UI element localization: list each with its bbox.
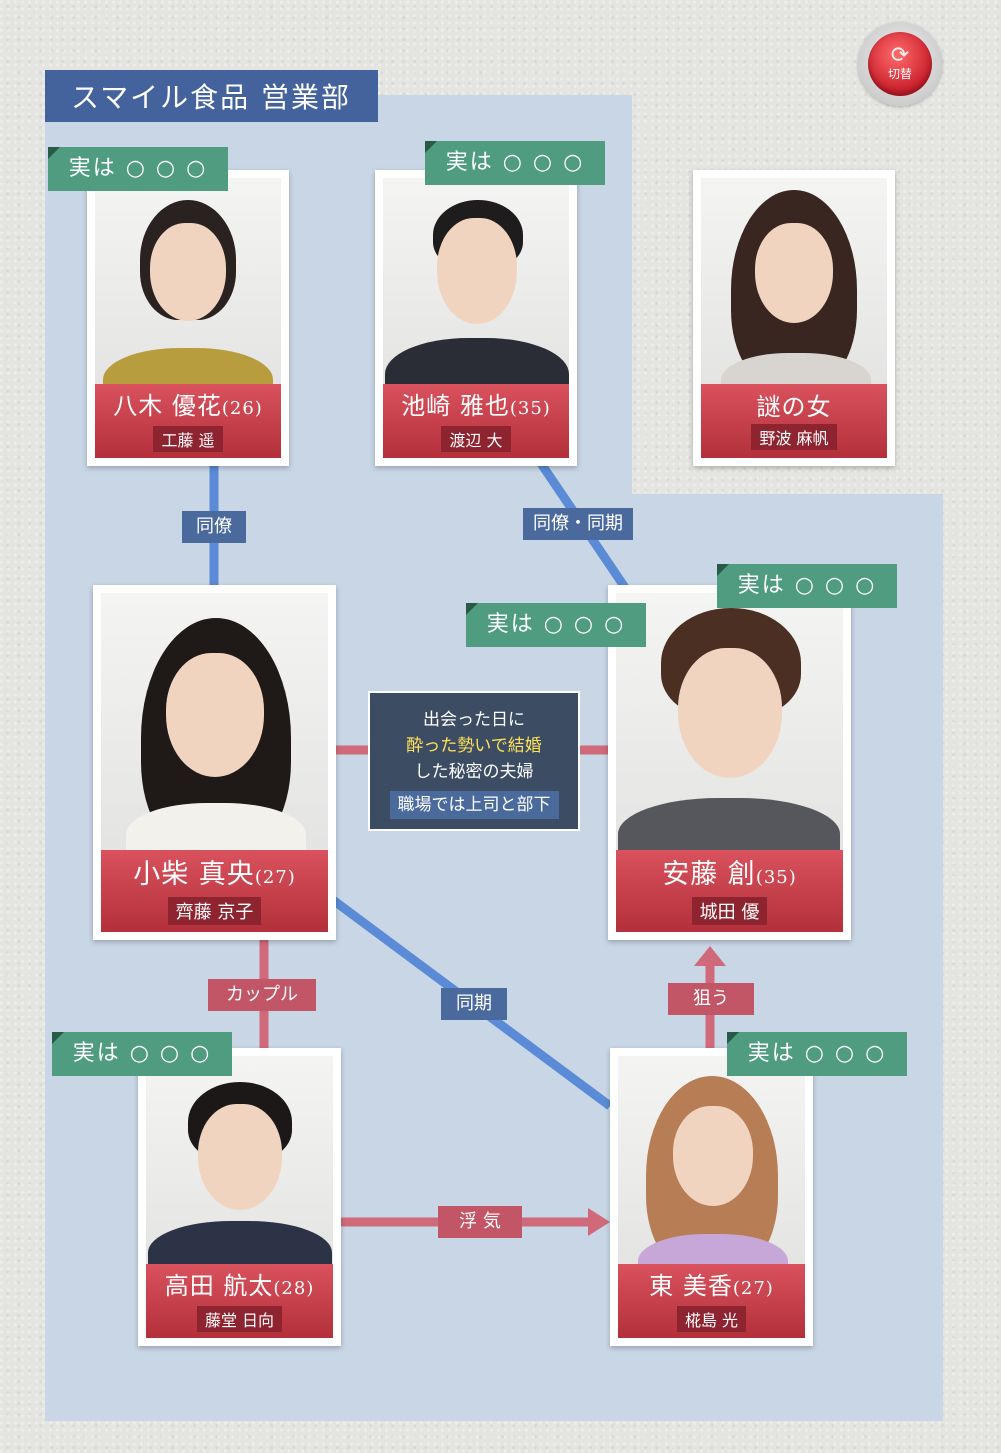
card-koshiba[interactable]: 小柴 真央(27) 齊藤 京子: [93, 585, 336, 940]
card-ando[interactable]: 安藤 創(35) 城田 優: [608, 585, 851, 940]
nameband-yagi: 八木 優花(26) 工藤 遥: [95, 384, 281, 458]
nameband-koshiba: 小柴 真央(27) 齊藤 京子: [101, 850, 328, 932]
label-couple: カップル: [208, 979, 316, 1011]
actor-higashi: 椛島 光: [676, 1305, 747, 1332]
nameband-nazo: 謎の女 野波 麻帆: [701, 384, 887, 458]
nameband-ikezaki: 池崎 雅也(35) 渡辺 大: [383, 384, 569, 458]
secret-tag-koshiba: 実は ○ ○ ○: [466, 603, 646, 647]
age-higashi: (27): [732, 1277, 774, 1299]
name-yagi: 八木 優花: [113, 391, 222, 420]
card-nazo[interactable]: 謎の女 野波 麻帆: [693, 170, 895, 466]
actor-nazo: 野波 麻帆: [751, 424, 837, 450]
age-takada: (28): [273, 1277, 315, 1299]
secret-tag-ikezaki: 実は ○ ○ ○: [425, 141, 605, 185]
switch-button[interactable]: ⟳ 切替: [858, 22, 942, 106]
name-higashi: 東 美香: [649, 1271, 733, 1300]
name-takada: 高田 航太: [164, 1271, 274, 1300]
label-nerau: 狙う: [668, 983, 754, 1015]
card-higashi[interactable]: 東 美香(27) 椛島 光: [610, 1048, 813, 1346]
portrait-ikezaki: [383, 178, 569, 400]
age-ikezaki: (35): [509, 397, 551, 419]
name-ando: 安藤 創: [662, 858, 756, 890]
secret-tag-takada: 実は ○ ○ ○: [52, 1032, 232, 1076]
arrow-uwaki: [588, 1208, 610, 1236]
portrait-nazo: [701, 178, 887, 400]
note-line-3: した秘密の夫婦: [414, 762, 534, 782]
portrait-koshiba: [101, 593, 328, 863]
age-ando: (35): [755, 866, 797, 888]
nameband-ando: 安藤 創(35) 城田 優: [616, 850, 843, 932]
portrait-takada: [146, 1056, 333, 1278]
nameband-takada: 高田 航太(28) 藤堂 日向: [146, 1264, 333, 1338]
portrait-higashi: [618, 1056, 805, 1278]
portrait-yagi: [95, 178, 281, 400]
label-uwaki: 浮 気: [438, 1206, 522, 1238]
card-takada[interactable]: 高田 航太(28) 藤堂 日向: [138, 1048, 341, 1346]
label-douki: 同期: [441, 988, 507, 1020]
nameband-higashi: 東 美香(27) 椛島 光: [618, 1264, 805, 1338]
department-title: スマイル食品 営業部: [45, 70, 378, 122]
actor-koshiba: 齊藤 京子: [167, 896, 262, 925]
refresh-icon: ⟳ 切替: [868, 32, 932, 96]
name-koshiba: 小柴 真央: [133, 858, 255, 890]
name-nazo: 謎の女: [756, 393, 832, 421]
actor-yagi: 工藤 遥: [153, 425, 223, 452]
name-ikezaki: 池崎 雅也: [401, 391, 510, 420]
card-yagi[interactable]: 八木 優花(26) 工藤 遥: [87, 170, 289, 466]
actor-ando: 城田 優: [691, 896, 768, 925]
relationship-note: 出会った日に 酔った勢いで結婚 した秘密の夫婦 職場では上司と部下: [368, 691, 580, 831]
secret-tag-yagi: 実は ○ ○ ○: [48, 147, 228, 191]
actor-ikezaki: 渡辺 大: [441, 425, 511, 452]
secret-tag-ando: 実は ○ ○ ○: [717, 564, 897, 608]
switch-label: 切替: [887, 66, 912, 81]
age-yagi: (26): [221, 397, 263, 419]
secret-tag-higashi: 実は ○ ○ ○: [727, 1032, 907, 1076]
label-doryo: 同僚: [182, 511, 246, 543]
note-sub: 職場では上司と部下: [389, 791, 559, 819]
label-doryo-douki: 同僚・同期: [523, 508, 633, 540]
actor-takada: 藤堂 日向: [196, 1305, 283, 1332]
note-line-1: 出会った日に: [423, 710, 525, 730]
arrow-nerau: [694, 946, 726, 966]
note-line-2: 酔った勢いで結婚: [406, 736, 542, 756]
portrait-ando: [616, 593, 843, 863]
card-ikezaki[interactable]: 池崎 雅也(35) 渡辺 大: [375, 170, 577, 466]
age-koshiba: (27): [254, 866, 296, 888]
